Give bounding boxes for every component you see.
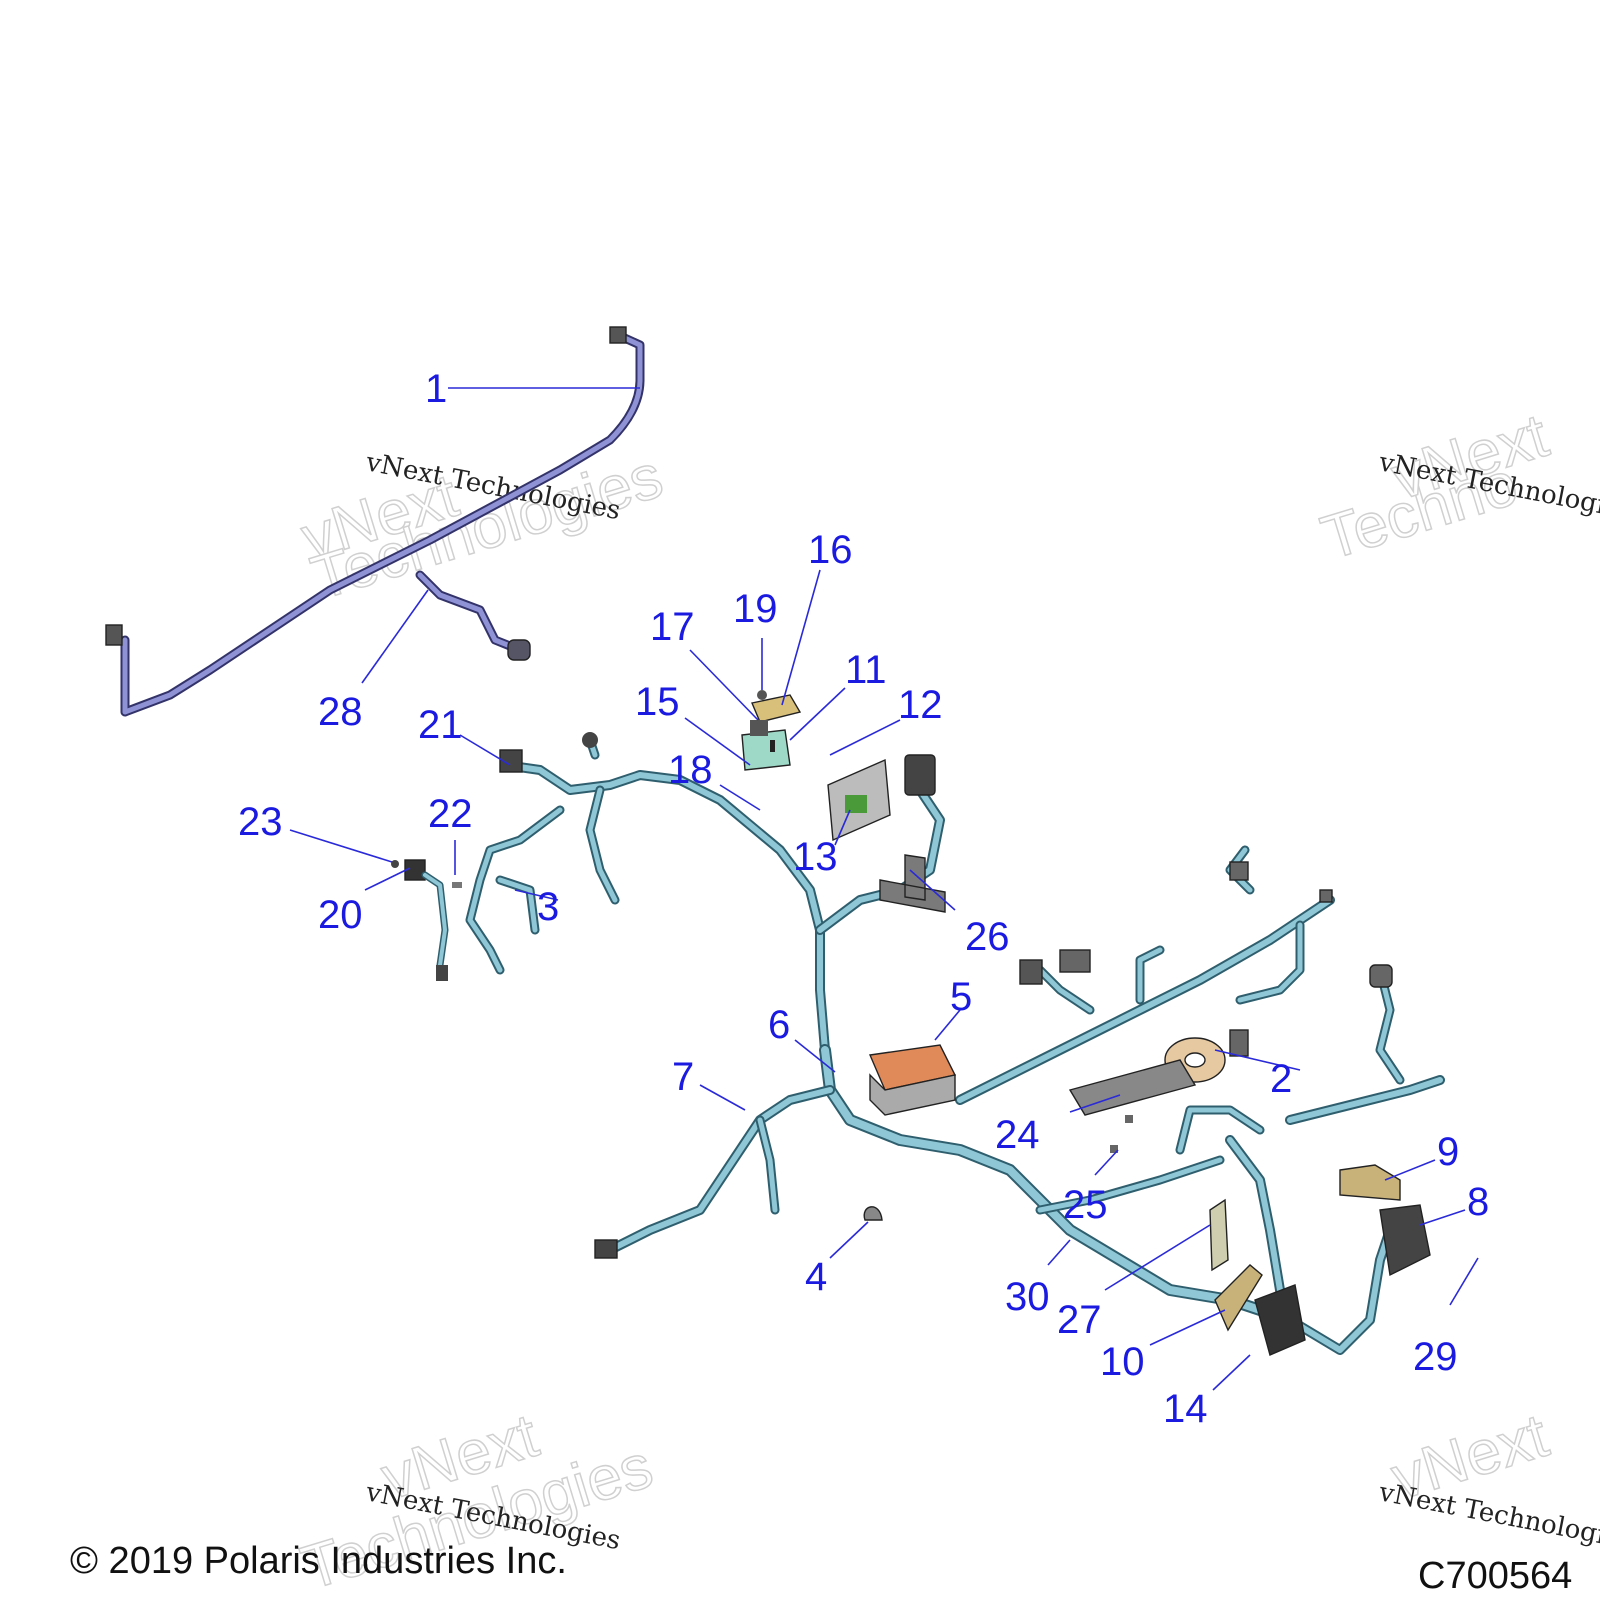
callout-6: 6 [768, 1003, 790, 1047]
watermark-top-right: Techno vNext vNext Technologies [1313, 400, 1600, 574]
bracket-27 [1209, 1198, 1229, 1272]
callout-2: 2 [1270, 1057, 1292, 1101]
copyright-text: © 2019 Polaris Industries Inc. [70, 1540, 567, 1582]
left-sub-harness [465, 732, 830, 1055]
callout-23: 23 [238, 800, 283, 844]
callout-14: 14 [1163, 1387, 1208, 1431]
bracket-26 [879, 854, 946, 913]
callout-30: 30 [1005, 1275, 1050, 1319]
drawing-number: C700564 [1418, 1555, 1572, 1597]
callout-10: 10 [1100, 1340, 1145, 1384]
callout-18: 18 [668, 748, 713, 792]
module-15 [741, 720, 791, 771]
callout-17: 17 [650, 605, 695, 649]
fuse-box-5 [868, 1044, 957, 1116]
callout-16: 16 [808, 528, 853, 572]
bracket-16 [751, 690, 802, 723]
bracket-10 [1214, 1264, 1263, 1332]
callout-4: 4 [805, 1255, 827, 1299]
leader-lines [289, 387, 1479, 1391]
callout-25: 25 [1063, 1183, 1108, 1227]
fastener-25 [1110, 1115, 1133, 1153]
relay-block-24 [1068, 1059, 1197, 1116]
callout-labels: 1 2 3 4 5 6 7 8 9 10 11 12 13 14 15 16 1… [238, 367, 1489, 1431]
ecu-module-13 [827, 758, 891, 842]
callout-22: 22 [428, 792, 473, 836]
regulator-14 [1254, 1284, 1306, 1356]
callout-24: 24 [995, 1113, 1040, 1157]
watermark-bottom-right: vNext vNext Technologies [1376, 1400, 1600, 1556]
callout-5: 5 [950, 975, 972, 1019]
regulator-8 [1379, 1204, 1431, 1277]
rear-harness [105, 326, 645, 717]
callout-29: 29 [1413, 1335, 1458, 1379]
callout-11: 11 [845, 648, 887, 692]
watermark-text-4: vNext Technologies [1376, 1477, 1600, 1556]
callout-1: 1 [425, 367, 447, 411]
callout-21: 21 [418, 703, 463, 747]
callout-7: 7 [672, 1055, 694, 1099]
sensor-part-20 [391, 859, 462, 981]
callout-12: 12 [898, 683, 943, 727]
connector-cluster-top [594, 754, 1393, 1259]
callout-27: 27 [1057, 1298, 1102, 1342]
callout-26: 26 [965, 915, 1010, 959]
clip-4 [863, 1206, 883, 1221]
callout-20: 20 [318, 893, 363, 937]
callout-28: 28 [318, 690, 363, 734]
callout-15: 15 [635, 680, 680, 724]
watermark-top-left: vNext Technologies vNext Technologies [293, 441, 671, 614]
main-harness [605, 785, 1445, 1355]
callout-3: 3 [537, 885, 559, 929]
callout-19: 19 [733, 587, 778, 631]
callout-13: 13 [793, 835, 838, 879]
callout-9: 9 [1437, 1130, 1459, 1174]
callout-8: 8 [1467, 1180, 1489, 1224]
bracket-9 [1339, 1164, 1401, 1201]
